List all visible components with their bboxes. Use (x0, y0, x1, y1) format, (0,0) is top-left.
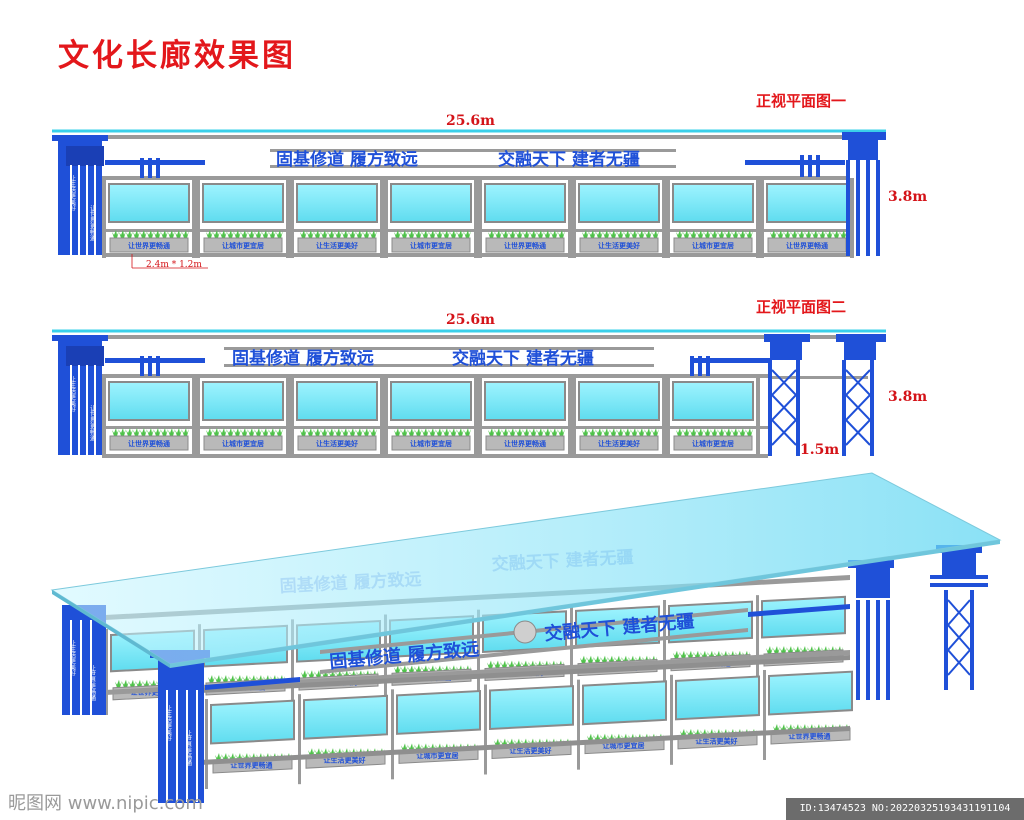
planter: 让城市更宜居 (203, 230, 283, 253)
display-panel (582, 680, 667, 726)
view-1-title: 正视平面图一 (756, 92, 847, 110)
planter-label: 让生活更美好 (598, 241, 640, 250)
planter-label: 让城市更宜居 (692, 439, 734, 448)
view-1-left-pillar: 让生活更美好 让世界更畅通 (52, 135, 160, 255)
perspective-right-pillar-2 (930, 545, 988, 690)
planter-label: 让城市更宜居 (410, 241, 452, 250)
display-panel (578, 381, 660, 421)
planter-label: 让世界更畅通 (128, 439, 171, 448)
planter-label: 让城市更宜居 (417, 751, 459, 760)
planter: 让生活更美好 (579, 230, 659, 253)
display-panel (396, 689, 481, 735)
view-1-right-pillar (800, 132, 886, 256)
planter: 让世界更畅通 (109, 428, 189, 451)
planter: 让生活更美好 (297, 428, 377, 451)
display-panel (303, 694, 388, 740)
view-1-elevation: 固基修道 履方致远 交融天下 建者无疆 让世界更畅通让城市更宜居让生活更美好让城… (52, 129, 886, 269)
view-2-truss-pillar-2 (836, 334, 886, 456)
planter-label: 让世界更畅通 (231, 761, 274, 770)
view-2-pillar-text-right: 让世界更畅通 (89, 404, 96, 442)
image-id-bar: ID:13474523 NO:20220325193431191104 (786, 798, 1024, 820)
display-panel (672, 183, 754, 223)
planter-label: 让生活更美好 (324, 756, 366, 765)
view-1-pillar-text-right: 让世界更畅通 (89, 204, 96, 242)
display-panel (672, 381, 754, 421)
display-panel (761, 595, 846, 639)
planter: 让城市更宜居 (673, 230, 753, 253)
page-title: 文化长廊效果图 (58, 38, 296, 74)
view-2-post-label: 1.5m (800, 442, 840, 458)
display-panel (390, 183, 472, 223)
view-2-pillar-text-left: 让生活更美好 (69, 375, 76, 413)
display-panel (675, 675, 760, 721)
planter-label: 让世界更畅通 (128, 241, 171, 250)
planter: 让世界更畅通 (485, 230, 565, 253)
planter: 让世界更畅通 (485, 428, 565, 451)
watermark: 昵图网 www.nipic.com (8, 793, 203, 814)
display-panel (768, 670, 853, 716)
planter-label: 让生活更美好 (316, 439, 358, 448)
view-1-height-label: 3.8m (888, 189, 928, 205)
planter: 让城市更宜居 (391, 428, 471, 451)
display-panel (578, 183, 660, 223)
display-panel (484, 381, 566, 421)
view-2-left-pillar: 让生活更美好 让世界更畅通 (52, 335, 160, 455)
perspective-front-left-pillar: 让生活更美好 让世界更畅通 (150, 650, 210, 803)
view-1-slogan-right: 交融天下 建者无疆 (498, 149, 640, 170)
view-2-title: 正视平面图二 (756, 298, 847, 316)
display-panel (108, 381, 190, 421)
planter: 让城市更宜居 (203, 428, 283, 451)
planter: 让世界更畅通 (767, 230, 847, 253)
planter-label: 让城市更宜居 (692, 241, 734, 250)
view-1-slogan-left: 固基修道 履方致远 (276, 149, 418, 170)
display-panel (210, 699, 295, 745)
planter: 让世界更畅通 (109, 230, 189, 253)
display-panel (296, 183, 378, 223)
view-1-panel-size-label: 2.4m * 1.2m (146, 260, 202, 270)
perspective-back-pillar-text-right: 让世界更畅通 (89, 664, 96, 702)
display-panel (108, 183, 190, 223)
planter-label: 让世界更畅通 (504, 241, 547, 250)
view-2-width-label: 25.6m (446, 312, 495, 328)
planter-label: 让世界更畅通 (504, 439, 547, 448)
planter-label: 让生活更美好 (316, 241, 358, 250)
perspective-back-pillar-text-left: 让生活更美好 (69, 639, 76, 677)
planter-label: 让城市更宜居 (603, 741, 645, 750)
view-1-width-label: 25.6m (446, 113, 495, 129)
perspective-front-pillar-text-left: 让生活更美好 (165, 704, 172, 742)
planter-label: 让世界更畅通 (786, 241, 829, 250)
display-panel (489, 685, 574, 731)
display-panel (202, 381, 284, 421)
view-2-slogan-right: 交融天下 建者无疆 (452, 348, 594, 369)
display-panel (202, 183, 284, 223)
view-2-slogan-left: 固基修道 履方致远 (232, 348, 374, 369)
planter: 让城市更宜居 (673, 428, 753, 451)
view-2-truss-pillar-1 (764, 334, 810, 456)
planter: 让生活更美好 (297, 230, 377, 253)
planter-label: 让城市更宜居 (222, 241, 264, 250)
planter-label: 让生活更美好 (510, 746, 552, 755)
planter-label: 让世界更畅通 (789, 732, 832, 741)
display-panel (296, 381, 378, 421)
planter: 让生活更美好 (579, 428, 659, 451)
display-panel (390, 381, 472, 421)
display-panel (484, 183, 566, 223)
planter: 让城市更宜居 (391, 230, 471, 253)
planter-label: 让生活更美好 (598, 439, 640, 448)
perspective-front-pillar-text-right: 让世界更畅通 (185, 729, 192, 767)
display-panel (575, 605, 660, 649)
view-2-elevation: 固基修道 履方致远 交融天下 建者无疆 让世界更畅通让城市更宜居让生活更美好让城… (52, 329, 886, 458)
planter-label: 让生活更美好 (696, 736, 738, 745)
perspective-back-left-pillar: 让生活更美好 让世界更畅通 (62, 605, 106, 715)
view-1-pillar-text-left: 让生活更美好 (69, 174, 76, 212)
perspective-view: 让世界更畅通让城市更宜居让生活更美好让城市更宜居让生活更美好让城市更宜居让世界更… (50, 472, 1002, 803)
display-panel (766, 183, 848, 223)
view-2-height-label: 3.8m (888, 389, 928, 405)
planter-label: 让城市更宜居 (222, 439, 264, 448)
perspective-right-pillar-1 (848, 560, 894, 700)
planter-label: 让城市更宜居 (410, 439, 452, 448)
